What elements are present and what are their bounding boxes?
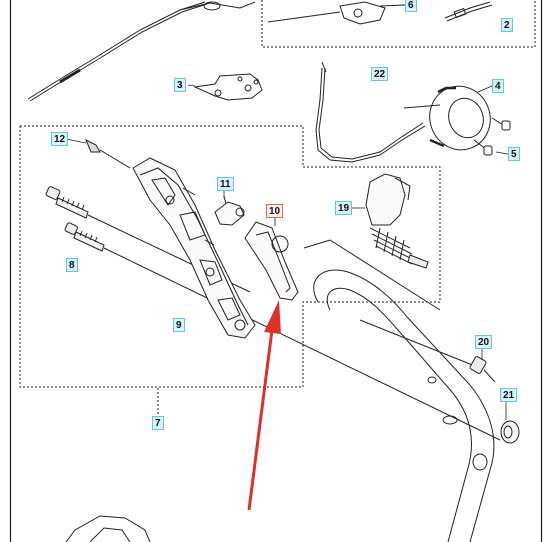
part-2-pin [444,1,493,22]
part-9-handle-housing [132,157,256,339]
callout-7[interactable]: 7 [152,416,164,430]
part-12-screw [85,138,131,169]
part-10-trigger [244,221,299,301]
part-8-bolts [45,186,501,441]
callout-4[interactable]: 4 [492,79,504,93]
callout-22[interactable]: 22 [371,67,389,81]
part-4-ring [429,85,491,151]
callout-2[interactable]: 2 [501,18,513,32]
callout-3[interactable]: 3 [174,78,186,92]
callout-5[interactable]: 5 [508,147,520,161]
group-box-top-right [261,0,536,48]
leader-lines [65,4,509,420]
bottom-housing-part [65,515,151,542]
callout-9[interactable]: 9 [173,318,185,332]
highlight-arrow [247,300,281,511]
callout-19[interactable]: 19 [335,201,353,215]
handlebar-tube [303,239,495,542]
callout-10-highlighted[interactable]: 10 [266,204,284,218]
part-20-screw [359,319,496,383]
callout-20[interactable]: 20 [475,335,493,349]
callout-11[interactable]: 11 [217,177,234,191]
throttle-cable-part [27,1,256,102]
part-22-cable [315,61,441,163]
callout-12[interactable]: 12 [51,132,69,146]
group-box-handle [19,125,441,388]
part-19-spring-assembly [365,173,429,269]
part-6-bracket [267,1,406,25]
callout-8[interactable]: 8 [66,258,78,272]
part-5-screws [473,117,511,156]
callout-21[interactable]: 21 [500,388,518,402]
callout-6[interactable]: 6 [405,0,417,12]
spring-coils [369,227,415,265]
part-3-clip [193,73,263,101]
part-11-lever [214,195,245,226]
part-21-washer [500,420,520,444]
